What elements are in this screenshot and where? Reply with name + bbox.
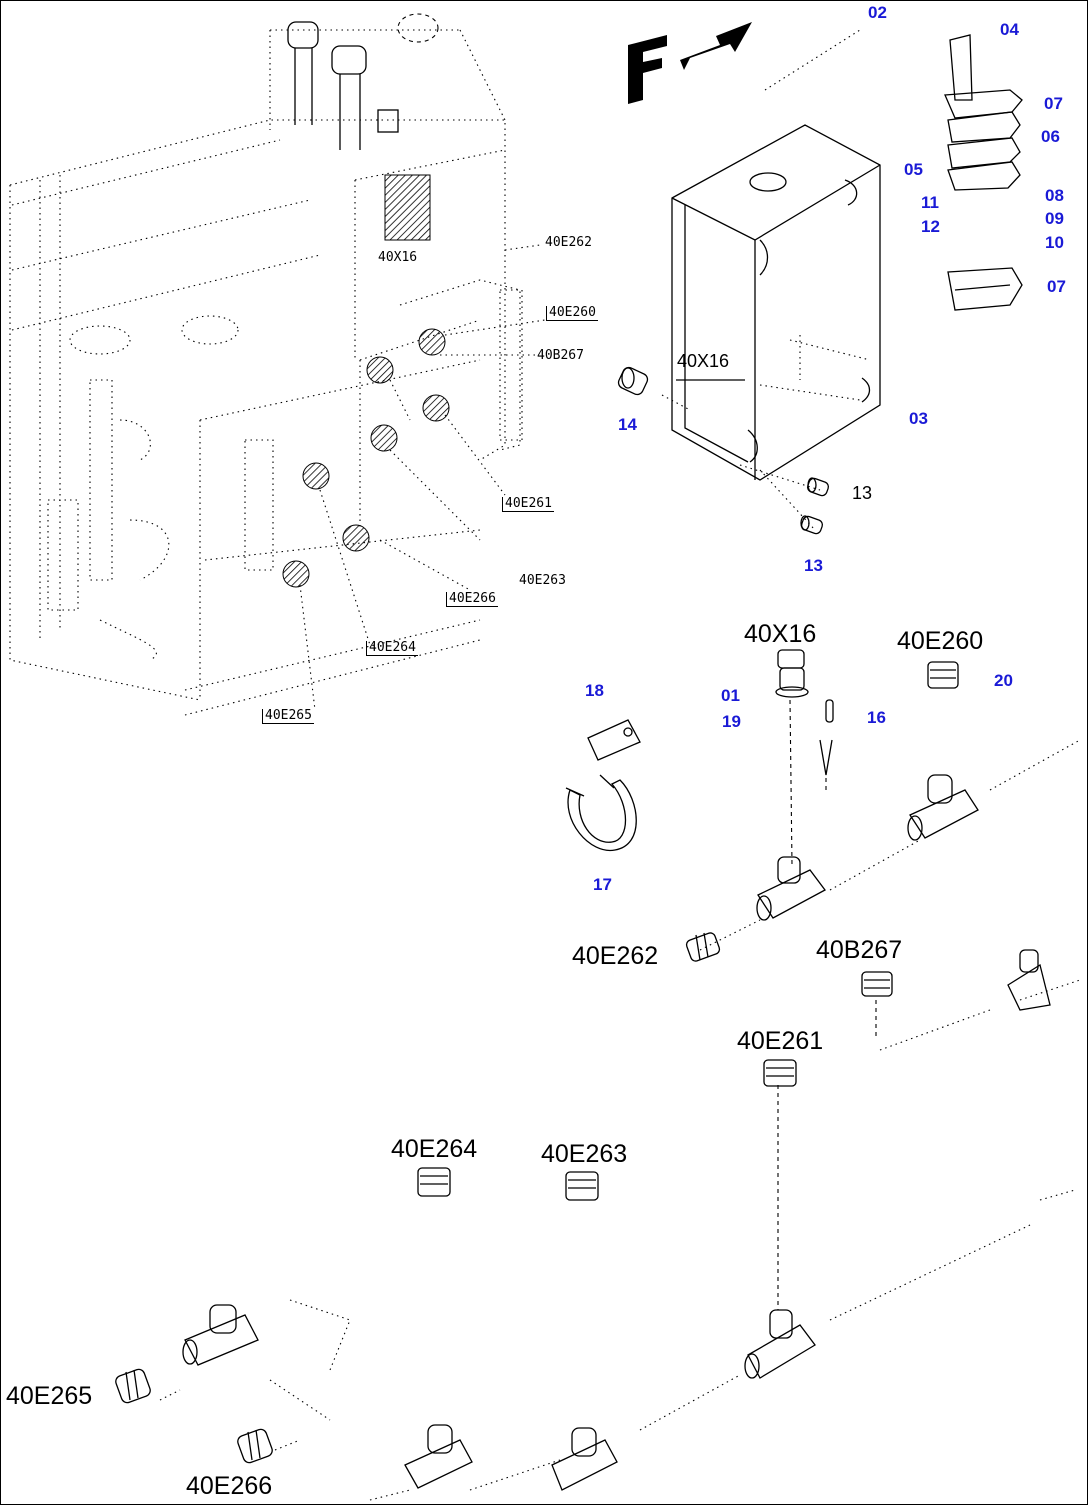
callout-04: 04 xyxy=(1000,20,1019,39)
label-40e260: 40E260 xyxy=(897,627,984,655)
terminal-clip-stack xyxy=(944,34,1023,311)
label-40e265: 40E265 xyxy=(6,1382,93,1410)
plug-e266 xyxy=(237,1428,273,1464)
inset-label-40x16-box: 40X16 xyxy=(677,351,730,371)
label-40e262: 40E262 xyxy=(572,942,659,970)
callout-19: 19 xyxy=(722,712,741,731)
callout-07-lower: 07 xyxy=(1047,277,1066,296)
tee-fitting-6 xyxy=(404,1424,473,1489)
sensor-e264 xyxy=(417,1167,451,1197)
label-40e266: 40E266 xyxy=(186,1472,273,1500)
callout-05: 05 xyxy=(904,160,923,179)
callout-16: 16 xyxy=(867,708,886,727)
callout-07: 07 xyxy=(1044,94,1063,113)
label-40e261: 40E261 xyxy=(737,1027,824,1055)
enclosure-box xyxy=(661,124,881,531)
plate-18 xyxy=(587,719,641,761)
inset-label-40e265: 40E265 xyxy=(262,709,314,724)
sensor-e261 xyxy=(763,1059,797,1087)
pipe-run xyxy=(159,739,1081,1501)
tee-fitting-2 xyxy=(907,774,979,841)
sensor-e263 xyxy=(565,1171,599,1201)
inset-label-40e261: 40E261 xyxy=(502,497,554,512)
label-40b267: 40B267 xyxy=(816,936,903,964)
callout-08: 08 xyxy=(1045,186,1064,205)
label-40e263: 40E263 xyxy=(541,1140,628,1168)
callout-18: 18 xyxy=(585,681,604,700)
inset-label-40x16: 40X16 xyxy=(378,250,418,265)
screw-13 xyxy=(800,477,830,535)
callout-14: 14 xyxy=(618,415,637,434)
view-marker-f: F xyxy=(0,0,1,1)
inset-label-40e262: 40E262 xyxy=(545,235,592,250)
label-40e264: 40E264 xyxy=(391,1135,478,1163)
callout-01: 01 xyxy=(721,686,740,705)
pin-16 xyxy=(819,699,834,790)
label-40x16: 40X16 xyxy=(744,620,817,648)
fitting-14 xyxy=(617,366,649,396)
tee-fitting-7 xyxy=(551,1427,618,1491)
callout-13: 13 xyxy=(804,556,823,575)
callout-06: 06 xyxy=(1041,127,1060,146)
callout-20: 20 xyxy=(994,671,1013,690)
plug-e265 xyxy=(115,1368,151,1404)
machine-frame-drawing xyxy=(9,13,546,716)
connector-01 xyxy=(775,649,809,866)
clamp-17 xyxy=(565,774,637,852)
inset-label-40b267: 40B267 xyxy=(537,348,584,363)
callout-02: 02 xyxy=(868,3,887,22)
callout-09: 09 xyxy=(1045,209,1064,228)
plug-e260 xyxy=(927,661,959,689)
inset-label-40e266: 40E266 xyxy=(446,592,498,607)
tee-fitting-4 xyxy=(744,1309,816,1379)
callout-17: 17 xyxy=(593,875,612,894)
plug-e262 xyxy=(685,932,721,962)
tee-fitting-5 xyxy=(182,1304,259,1366)
tee-fitting-1 xyxy=(756,856,826,921)
callout-10: 10 xyxy=(1045,233,1064,252)
front-direction-arrow xyxy=(628,22,861,104)
inset-label-40e260: 40E260 xyxy=(546,306,598,321)
callout-13-plain: 13 xyxy=(852,483,873,503)
inset-label-40e264: 40E264 xyxy=(366,641,418,656)
callout-12: 12 xyxy=(921,217,940,236)
inset-label-40e263: 40E263 xyxy=(519,573,566,588)
callout-03: 03 xyxy=(909,409,928,428)
tee-fitting-3 xyxy=(1007,949,1051,1011)
callout-11: 11 xyxy=(921,193,939,212)
sensor-b267 xyxy=(861,971,893,997)
